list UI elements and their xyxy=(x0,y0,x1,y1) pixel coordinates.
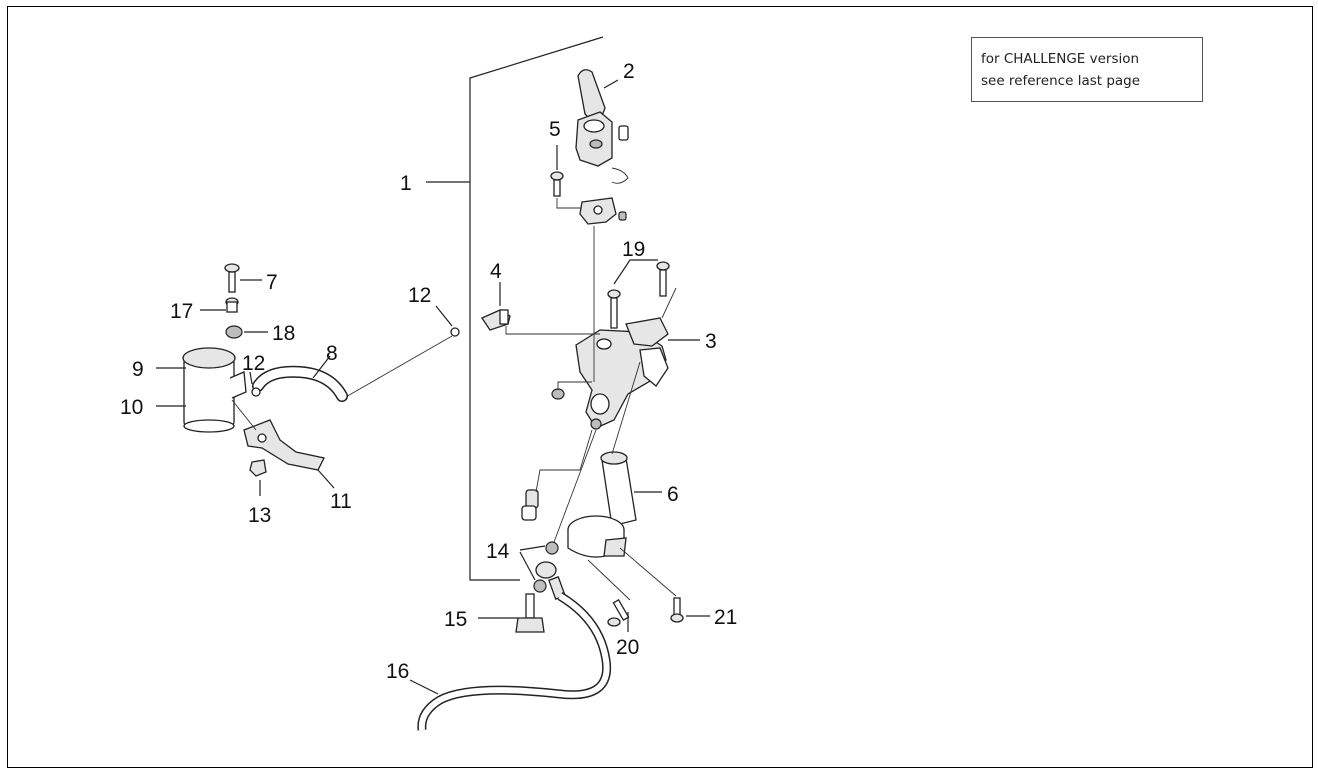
banjo-fitting-4 xyxy=(481,309,511,331)
callout-19: 19 xyxy=(622,238,645,261)
leader-14 xyxy=(519,545,546,581)
bolt-7 xyxy=(224,263,240,293)
version-note-line-1: for CHALLENGE version xyxy=(981,51,1140,67)
callout-11: 11 xyxy=(330,490,352,513)
callout-1: 1 xyxy=(400,172,412,195)
version-note-line-2: see reference last page xyxy=(981,73,1141,89)
screw-5 xyxy=(550,171,564,197)
hose-clamp-12b xyxy=(251,387,261,397)
spacer-17 xyxy=(225,297,239,313)
callout-12-lower: 12 xyxy=(242,352,265,375)
callout-2: 2 xyxy=(623,60,635,83)
nut xyxy=(551,388,565,400)
clip-on-tube-6 xyxy=(600,451,637,527)
callout-6: 6 xyxy=(667,483,679,506)
leader-16 xyxy=(409,679,439,695)
nut-13 xyxy=(249,459,267,477)
callout-18: 18 xyxy=(272,322,295,345)
callout-9: 9 xyxy=(132,358,144,381)
callout-15: 15 xyxy=(444,608,467,631)
callout-20: 20 xyxy=(616,636,639,659)
leader-12b xyxy=(249,371,253,385)
lever-pin xyxy=(618,125,629,141)
callout-7: 7 xyxy=(266,271,278,294)
brake-lever xyxy=(575,69,613,167)
brake-line-16 xyxy=(417,561,612,731)
leader-19 xyxy=(613,259,658,285)
callout-14: 14 xyxy=(486,540,510,563)
bleed-fitting xyxy=(521,489,539,521)
callout-21: 21 xyxy=(714,606,737,629)
callout-16: 16 xyxy=(386,660,409,683)
circlip xyxy=(611,167,629,184)
bolt-20 xyxy=(607,598,630,627)
top-cap xyxy=(625,317,669,347)
leader-8 xyxy=(312,355,331,379)
bolt-19b xyxy=(656,261,670,297)
callout-8: 8 xyxy=(326,342,338,365)
callout-4: 4 xyxy=(490,260,502,283)
leader-2 xyxy=(603,79,619,89)
grommet-18 xyxy=(225,325,243,339)
handlebar-body xyxy=(575,329,669,430)
leader-12a xyxy=(435,305,453,327)
washer-14a xyxy=(545,541,559,555)
reservoir-bracket-11 xyxy=(243,419,325,471)
diagram-frame xyxy=(7,6,1313,768)
callout-10: 10 xyxy=(120,396,143,419)
hose-clamp-12a xyxy=(450,327,460,337)
bolt-19a xyxy=(607,289,621,329)
assembly-bracket-line xyxy=(469,36,604,581)
callout-3: 3 xyxy=(705,330,717,353)
leader-11 xyxy=(317,469,335,489)
callout-17: 17 xyxy=(170,300,193,323)
clamp-collar xyxy=(567,515,627,558)
washer-14b xyxy=(533,579,547,593)
version-note-box: for CHALLENGE version see reference last… xyxy=(971,37,1203,102)
callout-12-upper: 12 xyxy=(408,284,431,307)
banjo-bolt-15 xyxy=(515,593,545,633)
callout-5: 5 xyxy=(549,118,561,141)
bolt-21 xyxy=(670,597,684,623)
callout-13: 13 xyxy=(248,504,271,527)
fluid-reservoir xyxy=(182,347,247,433)
